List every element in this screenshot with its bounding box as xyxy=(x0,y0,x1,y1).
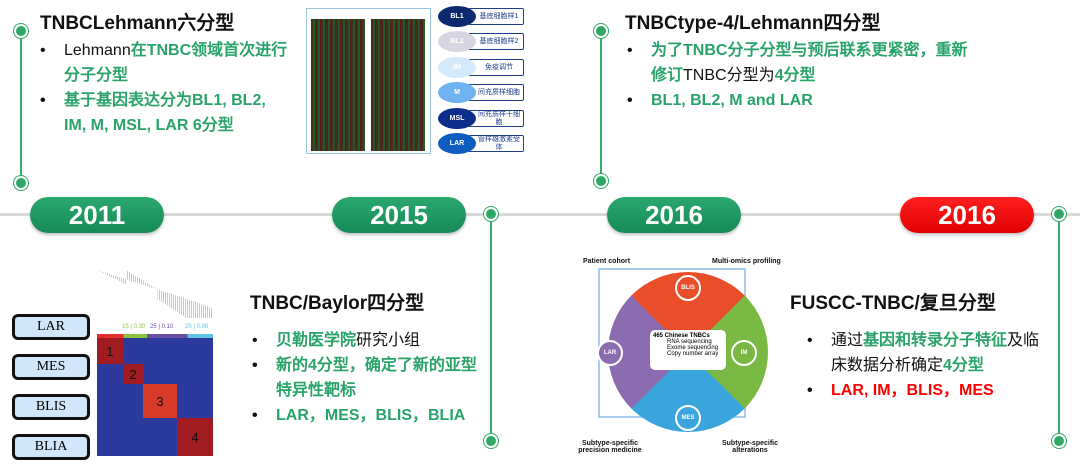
cluster-bar xyxy=(97,334,213,338)
bullet: 贝勒医学院研究小组 xyxy=(250,328,480,353)
timeline-dot xyxy=(1052,207,1066,221)
bullet-text: 贝勒医学院 xyxy=(276,332,357,349)
lehmann-heatmap xyxy=(306,8,431,154)
fudan-bullets: 通过基因和转录分子特征及临床数据分析确定4分型 LAR, IM，BLIS，MES xyxy=(805,328,1055,403)
method: RNA sequencing xyxy=(667,339,712,345)
timeline-axis xyxy=(0,213,1080,216)
silhouette-plot xyxy=(97,270,213,318)
connector xyxy=(1058,213,1060,441)
bullet-text: 及临床数据分析确定 xyxy=(831,332,1040,374)
year-pill-2016: 2016 xyxy=(607,197,741,233)
baylor-title: TNBC/Baylor四分型 xyxy=(250,293,425,314)
timeline-dot xyxy=(484,207,498,221)
subtype-name: 间充质样细胞 xyxy=(468,84,524,101)
heatmap-training xyxy=(311,19,365,151)
timeline-dot xyxy=(1052,434,1066,448)
lehmann-bullets: Lehmann在TNBC领域首次进行分子分型 基于基因表达分为BL1, BL2,… xyxy=(38,38,288,138)
cluster-block: 4 xyxy=(177,418,213,456)
subtype-code: MSL xyxy=(438,108,476,129)
bullet: 为了TNBC分子分型与预后联系更紧密，重新修订TNBC分型为4分型 xyxy=(625,38,975,88)
timeline-dot xyxy=(484,434,498,448)
heatmap-validation xyxy=(371,19,425,151)
year-pill-2016-fudan: 2016 xyxy=(900,197,1034,233)
node-mes: MES xyxy=(675,405,701,431)
stat-label: 25 | 0.10 xyxy=(150,324,174,330)
caption-precision: Subtype-specific precision medicine xyxy=(578,440,642,454)
bullet-text: 4分型 xyxy=(943,357,984,374)
bullet-text: 4分型 xyxy=(774,67,816,84)
subtype-name: 间充质样干细胞 xyxy=(468,110,524,127)
node-blis: BLIS xyxy=(675,275,701,301)
timeline-dot xyxy=(14,24,28,38)
callout-blia: BLIA xyxy=(12,434,90,460)
bullet: LAR，MES，BLIS，BLIA xyxy=(250,403,480,428)
subtype-code: BL2 xyxy=(438,31,476,52)
timeline-dot xyxy=(594,24,608,38)
timeline-dot xyxy=(594,174,608,188)
node-lar: LAR xyxy=(597,340,623,366)
node-im: IM xyxy=(731,340,757,366)
timeline-dot xyxy=(14,176,28,190)
connector xyxy=(20,30,22,182)
bullet-text: 通过 xyxy=(831,332,864,349)
caption-patient-cohort: Patient cohort xyxy=(583,258,631,265)
subtype-name: 免疫调节 xyxy=(468,59,524,76)
stat-label: 25 | 0.06 xyxy=(185,324,209,330)
connector xyxy=(600,30,602,180)
baylor-bullets: 贝勒医学院研究小组 新的4分型，确定了新的亚型特异性靶标 LAR，MES，BLI… xyxy=(250,328,480,428)
bullet: LAR, IM，BLIS，MES xyxy=(805,378,1055,403)
cluster-block: 1 xyxy=(97,338,123,364)
year-pill-2015: 2015 xyxy=(332,197,466,233)
subtype-name: 管样雄激素受体 xyxy=(468,135,524,152)
method: Exome sequencing xyxy=(667,345,719,351)
consensus-matrix: 1 2 3 4 xyxy=(97,338,213,456)
callout-mes: MES xyxy=(12,354,90,380)
subtype-code: M xyxy=(438,82,476,103)
caption-alterations: Subtype-specific alterations xyxy=(721,440,778,454)
subtype-code: LAR xyxy=(438,133,476,154)
bullet-text: 研究小组 xyxy=(356,332,421,349)
method: Copy number array xyxy=(667,351,719,357)
cluster-block: 2 xyxy=(123,364,143,384)
subtype-code: IM xyxy=(438,57,476,78)
bullet: BL1, BL2, M and LAR xyxy=(625,88,975,113)
bullet-text: TNBC分型为 xyxy=(683,67,775,84)
subtype-name: 基底细胞样1 xyxy=(468,8,524,25)
cohort-center: 465 Chinese TNBCs RNA sequencing Exome s… xyxy=(650,330,726,370)
tnbctype4-bullets: 为了TNBC分子分型与预后联系更紧密，重新修订TNBC分型为4分型 BL1, B… xyxy=(625,38,975,113)
subtype-name: 基底细胞样2 xyxy=(468,33,524,50)
lehmann-title: TNBCLehmann六分型 xyxy=(40,13,235,34)
callout-lar: LAR xyxy=(12,314,90,340)
stat-label: 15 | 0.30 xyxy=(122,324,146,330)
callout-blis: BLIS xyxy=(12,394,90,420)
caption-multi-omics: Multi-omics profiling xyxy=(712,258,781,265)
bullet: 通过基因和转录分子特征及临床数据分析确定4分型 xyxy=(805,328,1055,378)
bullet: Lehmann在TNBC领域首次进行分子分型 xyxy=(38,38,288,88)
fudan-title: FUSCC-TNBC/复旦分型 xyxy=(790,293,996,314)
tnbctype4-title: TNBCtype-4/Lehmann四分型 xyxy=(625,13,881,34)
bullet-text: 基因和转录分子特征 xyxy=(863,332,1008,349)
bullet: 基于基因表达分为BL1, BL2, IM, M, MSL, LAR 6分型 xyxy=(38,88,288,138)
bullet-text: Lehmann xyxy=(64,42,131,59)
year-pill-2011: 2011 xyxy=(30,197,164,233)
bullet-text: 为了TNBC分子分型与预后联系更紧密，重新修订 xyxy=(651,42,968,84)
cluster-block: 3 xyxy=(143,384,177,418)
bullet: 新的4分型，确定了新的亚型特异性靶标 xyxy=(250,353,480,403)
center-title: 465 Chinese TNBCs xyxy=(653,333,710,339)
bullet-text: 在TNBC领域首次进行分子分型 xyxy=(64,42,288,84)
connector xyxy=(490,213,492,441)
subtype-code: BL1 xyxy=(438,6,476,27)
